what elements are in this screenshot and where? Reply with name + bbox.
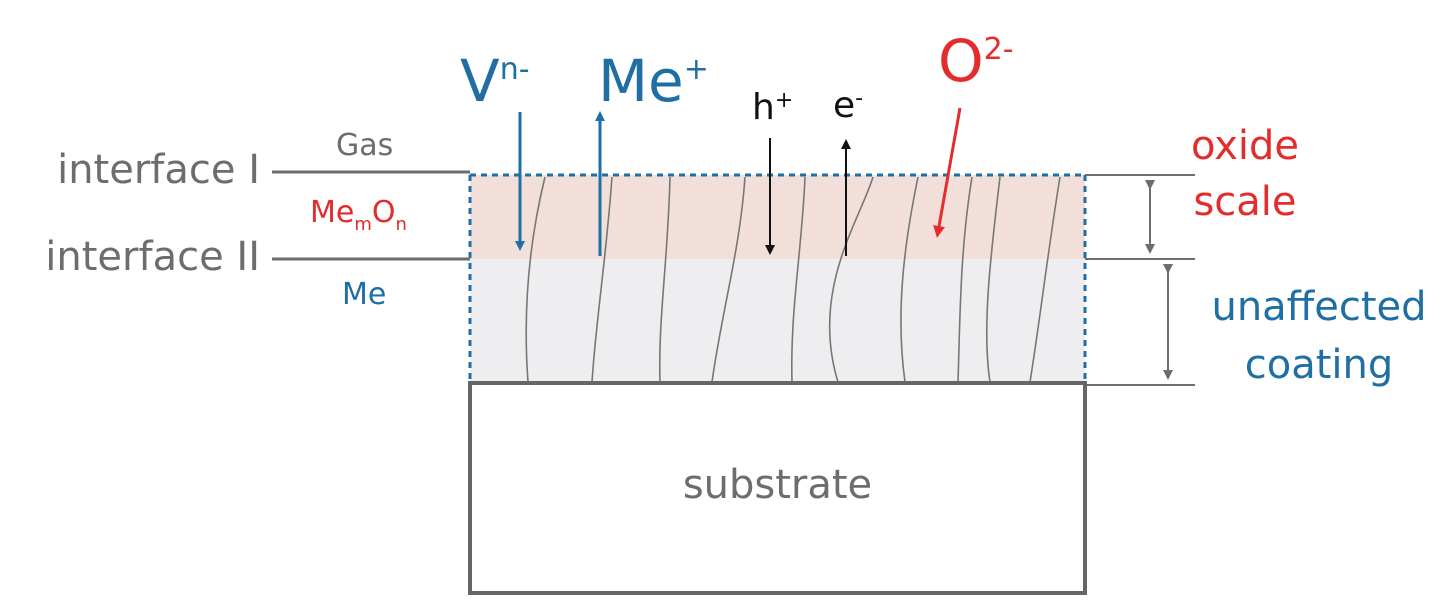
interface-1-label: interface I — [57, 147, 260, 193]
oxygen-ion-label: O2- — [938, 32, 1014, 90]
oxide-formula-oxygen: O — [371, 195, 396, 230]
oxygen-charge: 2- — [983, 32, 1014, 67]
electron-label: e- — [833, 88, 863, 124]
oxide-formula-sub-m: m — [354, 214, 372, 235]
coating-dotted-outline — [468, 173, 1087, 383]
oxide-scale-line-2: scale — [1193, 179, 1297, 225]
electron-symbol: e — [833, 85, 856, 126]
substrate-label: substrate — [682, 462, 873, 508]
hole-charge: + — [774, 88, 794, 113]
vacancy-charge: n- — [499, 52, 530, 87]
unaffected-coating-layer — [470, 259, 1085, 383]
grain-boundaries — [525, 176, 1061, 383]
hole-symbol: h — [752, 87, 775, 128]
metal-ion-symbol: Me — [598, 47, 684, 115]
unaffected-line-2: coating — [1244, 342, 1394, 388]
oxygen-symbol: O — [938, 27, 984, 95]
oxide-scale-line-1: oxide — [1190, 123, 1300, 169]
oxide-formula-label: MemOn — [310, 195, 407, 234]
vacancy-label: Vn- — [460, 52, 530, 110]
gas-label: Gas — [336, 128, 394, 163]
metal-ion-charge: + — [683, 52, 709, 87]
unaffected-coating-label: unaffected coating — [1202, 278, 1436, 394]
metal-label: Me — [342, 277, 387, 312]
unaffected-line-1: unaffected — [1211, 284, 1427, 330]
oxide-scale-label: oxide scale — [1180, 118, 1310, 230]
vacancy-symbol: V — [460, 47, 500, 115]
metal-ion-label: Me+ — [598, 52, 709, 110]
interface-2-label: interface II — [45, 234, 260, 280]
oxide-formula-metal: Me — [310, 195, 355, 230]
oxygen-arrow — [933, 107, 962, 238]
oxide-scale-layer — [470, 175, 1085, 259]
hole-label: h+ — [752, 90, 793, 126]
electron-charge: - — [855, 86, 864, 111]
substrate-box — [468, 381, 1087, 595]
oxide-formula-sub-n: n — [395, 214, 407, 235]
